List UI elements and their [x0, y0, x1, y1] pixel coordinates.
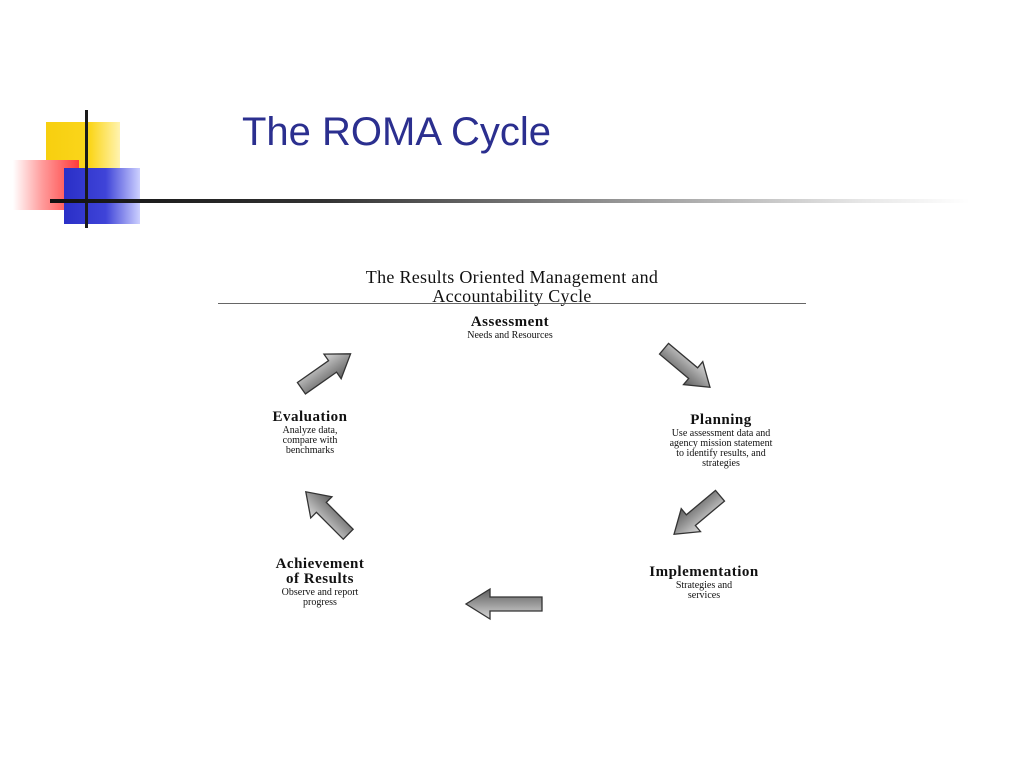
- arrow-evaluation-to-assessment-icon: [296, 353, 352, 395]
- stage-name: Planning: [690, 412, 752, 428]
- logo-vertical-line: [85, 110, 88, 228]
- stage-description: Observe and report progress: [281, 587, 359, 608]
- stage-implementation: Implementation Strategies and services: [604, 565, 804, 601]
- stage-description: Analyze data, compare with benchmarks: [282, 425, 338, 456]
- arrow-assessment-to-planning-icon: [658, 342, 711, 389]
- stage-name: Assessment: [470, 314, 550, 330]
- stage-description: Use assessment data and agency mission s…: [669, 428, 773, 469]
- stage-description: Strategies and services: [675, 580, 733, 601]
- slide-title: The ROMA Cycle: [242, 110, 551, 154]
- stage-planning: Planning Use assessment data and agency …: [632, 413, 810, 469]
- stage-name: Evaluation: [272, 409, 348, 425]
- stage-evaluation: Evaluation Analyze data, compare with be…: [236, 410, 384, 456]
- arrow-planning-to-implementation-icon: [673, 489, 726, 536]
- arrow-implementation-to-achievement-icon: [464, 587, 543, 621]
- stage-description: Needs and Resources: [467, 330, 553, 341]
- diagram-heading-rule: [218, 303, 806, 304]
- logo-blue-block: [64, 168, 140, 224]
- diagram-heading: The Results Oriented Management and Acco…: [365, 267, 659, 306]
- stage-name: Implementation: [649, 564, 759, 580]
- title-underline: [50, 199, 970, 203]
- stage-name: Achievement of Results: [275, 556, 365, 587]
- stage-assessment: Assessment Needs and Resources: [410, 315, 610, 341]
- stage-achievement: Achievement of Results Observe and repor…: [232, 557, 408, 608]
- arrow-achievement-to-evaluation-icon: [304, 490, 355, 541]
